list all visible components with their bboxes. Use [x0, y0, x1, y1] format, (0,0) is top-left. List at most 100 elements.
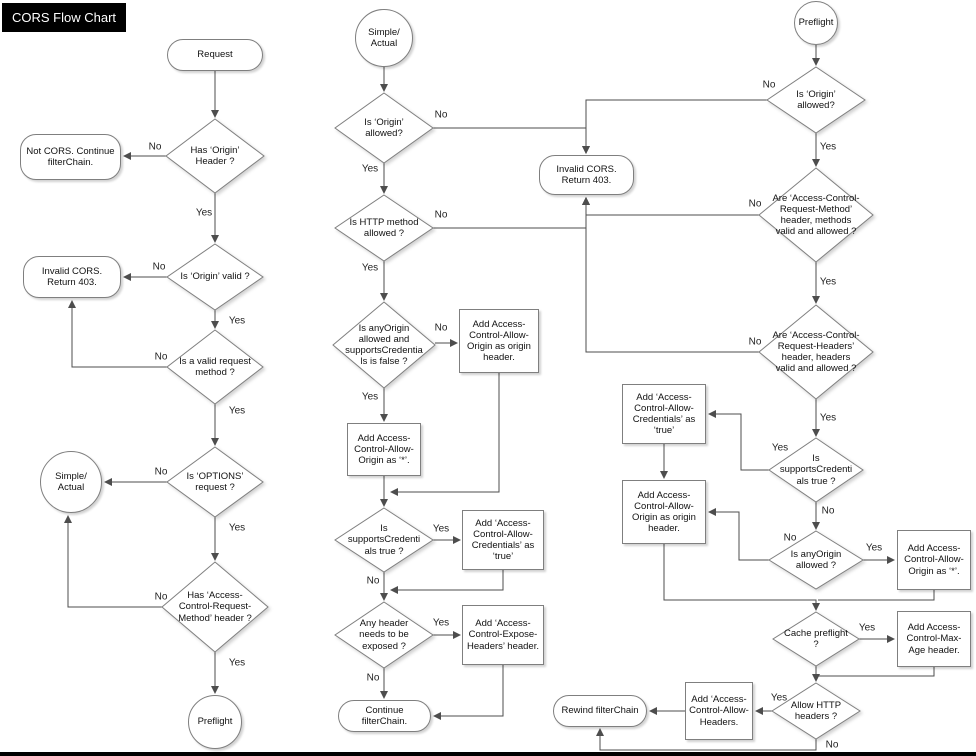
edge-label-yes: Yes	[361, 262, 379, 274]
decision-options-request: Is ‘OPTIONS’ request ?	[167, 447, 263, 517]
diamond-shape	[335, 602, 433, 668]
diamond-shape	[167, 330, 263, 404]
diamond-shape	[772, 683, 860, 739]
edge-label-no: No	[434, 209, 448, 221]
edge-label-no: No	[748, 198, 762, 210]
edge-label-yes: Yes	[228, 657, 246, 669]
terminator-invalid-cors-mid: Invalid CORS. Return 403.	[539, 155, 634, 195]
edge-has-acrm-no-simple-actual	[64, 515, 162, 608]
process-add-max-age: Add Access-Control-Max-Age header.	[897, 611, 971, 667]
decision-allow-http-headers: Allow HTTP headers ?	[772, 683, 860, 739]
edge-acrh-no-invalid	[582, 197, 759, 353]
diamond-shape	[769, 531, 863, 589]
decision-supports-credentials-right: Is supportsCredentials true ?	[769, 438, 863, 502]
connector-simple-actual-mid: Simple/ Actual	[355, 9, 413, 67]
edge-valid-method-no-invalid	[68, 300, 167, 368]
decision-anyorigin-credentials-false: Is anyOrigin allowed and supportsCredent…	[333, 302, 435, 388]
edge-add-origin-mid-merge	[390, 373, 500, 496]
edge-label-yes: Yes	[361, 163, 379, 175]
edge-acrm-no-invalid	[582, 197, 759, 216]
connector-preflight-right: Preflight	[794, 1, 838, 45]
connector-simple-actual-left: Simple/ Actual	[40, 451, 102, 513]
terminator-not-cors: Not CORS. Continue filterChain.	[20, 134, 121, 180]
edge-origin-allowed-mid-no-invalid	[433, 127, 590, 154]
terminator-request: Request	[167, 39, 263, 71]
decision-cache-preflight: Cache preflight ?	[773, 612, 859, 666]
edge-label-no: No	[152, 261, 166, 273]
edge-anyorigin-right-no-add-origin	[708, 508, 769, 561]
edge-add-star-right-merge	[818, 590, 935, 601]
edge-label-yes: Yes	[819, 141, 837, 153]
edge-label-yes: Yes	[819, 276, 837, 288]
process-add-origin-header-right: Add Access-Control-Allow-Origin as origi…	[622, 480, 706, 544]
edge-add-cred-mid-merge	[390, 570, 504, 594]
edge-http-method-no-invalid	[433, 197, 590, 229]
edge-label-yes: Yes	[432, 523, 450, 535]
decision-acrm-valid-allowed: Are ‘Access-Control-Request-Method’ head…	[759, 168, 873, 262]
decision-http-method-allowed: Is HTTP method allowed ?	[335, 195, 433, 261]
diamond-shape	[769, 438, 863, 502]
decision-valid-request-method: Is a valid request method ?	[167, 330, 263, 404]
process-add-credentials-right: Add ‘Access-Control-Allow-Credentials’ a…	[622, 384, 706, 444]
edge-label-yes: Yes	[858, 622, 876, 634]
process-add-expose-headers: Add ‘Access-Control-Expose-Headers’ head…	[462, 605, 544, 665]
edge-label-yes: Yes	[195, 207, 213, 219]
terminator-continue-filterchain: Continue filterChain.	[338, 700, 431, 732]
edge-allow-http-no-rewind	[596, 728, 817, 751]
edge-label-yes: Yes	[361, 391, 379, 403]
edge-label-yes: Yes	[771, 442, 789, 454]
page-title: CORS Flow Chart	[2, 3, 127, 32]
diamond-shape	[162, 562, 268, 652]
edge-label-yes: Yes	[228, 522, 246, 534]
edge-label-yes: Yes	[770, 692, 788, 704]
diamond-shape	[167, 244, 263, 310]
diamond-shape	[767, 67, 865, 133]
edge-label-no: No	[366, 672, 380, 684]
diamond-shape	[335, 195, 433, 261]
process-add-allow-headers: Add ‘Access-Control-Allow-Headers.	[685, 682, 753, 740]
edge-label-no: No	[748, 336, 762, 348]
edge-label-no: No	[154, 591, 168, 603]
process-add-star-right: Add Access-Control-Allow-Origin as ‘*’.	[897, 530, 971, 590]
diamond-shape	[759, 168, 873, 262]
diamond-shape	[166, 119, 264, 193]
terminator-rewind-filterchain: Rewind filterChain	[553, 695, 647, 727]
edge-label-no: No	[148, 141, 162, 153]
decision-anyorigin-allowed-right: Is anyOrigin allowed ?	[769, 531, 863, 589]
edge-max-age-merge	[818, 667, 935, 677]
diamond-shape	[773, 612, 859, 666]
terminator-invalid-cors-left: Invalid CORS. Return 403.	[23, 256, 121, 298]
diamond-shape	[167, 447, 263, 517]
edge-label-no: No	[783, 532, 797, 544]
decision-has-acrm-header: Has ‘Access-Control-Request-Method’ head…	[162, 562, 268, 652]
process-add-star-mid: Add Access-Control-Allow-Origin as ‘*’.	[347, 423, 421, 476]
edge-label-yes: Yes	[228, 315, 246, 327]
window-edge	[0, 752, 976, 756]
connector-preflight-left: Preflight	[188, 695, 242, 749]
process-add-origin-header-mid: Add Access-Control-Allow-Origin as origi…	[459, 309, 539, 373]
edge-add-origin-right-to-cache	[663, 544, 820, 611]
edge-label-no: No	[434, 109, 448, 121]
edge-label-no: No	[821, 505, 835, 517]
diamond-shape	[333, 302, 435, 388]
process-add-credentials-mid: Add ‘Access-Control-Allow-Credentials’ a…	[462, 510, 544, 570]
edge-origin-allowed-right-no-invalid	[582, 99, 767, 154]
decision-origin-allowed-mid: Is ‘Origin’ allowed?	[335, 93, 433, 163]
decision-any-header-exposed: Any header needs to be exposed ?	[335, 602, 433, 668]
diamond-shape	[335, 508, 433, 572]
edge-label-no: No	[154, 351, 168, 363]
edge-label-no: No	[154, 466, 168, 478]
decision-origin-valid: Is ‘Origin’ valid ?	[167, 244, 263, 310]
decision-has-origin-header: Has ‘Origin’ Header ?	[166, 119, 264, 193]
decision-acrh-valid-allowed: Are ‘Access-Control-Request-Headers’ hea…	[759, 305, 873, 399]
diamond-shape	[335, 93, 433, 163]
edge-label-no: No	[762, 79, 776, 91]
edge-label-yes: Yes	[865, 542, 883, 554]
decision-supports-credentials-mid: Is supportsCredentials true ?	[335, 508, 433, 572]
edge-label-no: No	[825, 739, 839, 751]
edge-supports-cred-right-yes-add-cred	[708, 410, 769, 471]
edge-label-yes: Yes	[819, 412, 837, 424]
edge-label-yes: Yes	[432, 617, 450, 629]
